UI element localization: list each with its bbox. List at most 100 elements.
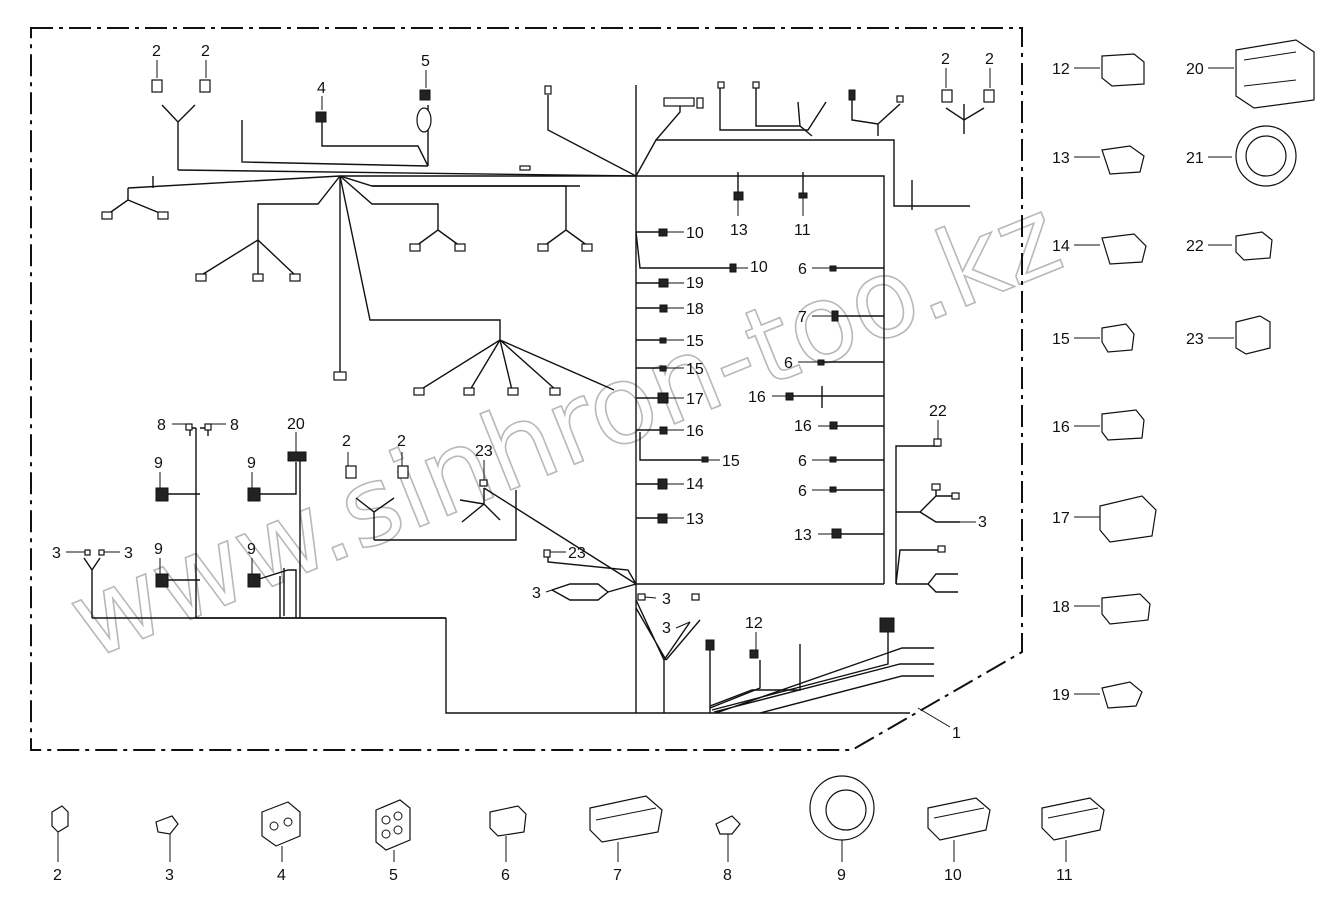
callout-23: 23 (475, 443, 493, 460)
connector-4-part-icon (261, 801, 301, 847)
callout-8: 8 (157, 417, 166, 434)
callout-9: 9 (247, 541, 256, 558)
connector-icon (931, 483, 941, 491)
connector-13-icon (831, 528, 842, 539)
callout-10: 10 (750, 259, 768, 276)
connector-18-part-icon (1101, 593, 1151, 625)
connector-17-part-icon (1099, 495, 1157, 543)
connector-icon (581, 243, 593, 252)
part-label-13: 13 (1052, 150, 1070, 167)
callout-2: 2 (397, 433, 406, 450)
connector-14-part-icon (1101, 233, 1147, 265)
part-label-19: 19 (1052, 687, 1070, 704)
connector-10-icon (658, 228, 668, 237)
callout-15: 15 (686, 333, 704, 350)
callout-2: 2 (342, 433, 351, 450)
connector-8-icon (204, 423, 212, 431)
callout-9: 9 (154, 455, 163, 472)
connector-3-icon (84, 549, 91, 556)
callout-16: 16 (686, 423, 704, 440)
part-label-12: 12 (1052, 61, 1070, 78)
connector-icon (537, 243, 549, 252)
callout-10: 10 (686, 225, 704, 242)
connector-small-icon (705, 639, 715, 651)
part-label-5: 5 (389, 867, 398, 884)
connector-small-icon (717, 81, 725, 89)
callout-6: 6 (784, 355, 793, 372)
connector-23-part-icon (1235, 315, 1271, 355)
callout-17: 17 (686, 391, 704, 408)
connector-20-part-icon (1235, 39, 1315, 109)
connector-7-part-icon (589, 795, 663, 843)
part-label-16: 16 (1052, 419, 1070, 436)
connector-19-icon (658, 278, 669, 288)
connector-17-icon (657, 392, 669, 404)
connector-3-icon (691, 593, 700, 601)
connector-19-part-icon (1101, 681, 1143, 709)
harness-wires (83, 85, 985, 714)
grommet-icon (416, 107, 432, 133)
connector-2-part-icon (51, 805, 69, 833)
callout-3: 3 (978, 514, 987, 531)
callout-20: 20 (287, 416, 305, 433)
connector-icon (937, 545, 946, 553)
connector-13-part-icon (1101, 145, 1145, 175)
connector-3-part-icon (155, 815, 179, 835)
callout-6: 6 (798, 483, 807, 500)
connector-4-icon (315, 111, 327, 123)
connector-small-icon (896, 95, 904, 103)
connector-15-icon (659, 365, 667, 372)
callout-6: 6 (798, 261, 807, 278)
connector-icon (289, 273, 301, 282)
connector-icon (101, 211, 113, 220)
connector-9-icon (879, 617, 895, 633)
connector-6-icon (817, 359, 825, 366)
part-label-4: 4 (277, 867, 286, 884)
part-label-9: 9 (837, 867, 846, 884)
assembly-boundary (30, 27, 1023, 751)
connector-small-icon (696, 97, 704, 109)
bottom-parts-row: 2 3 4 5 6 7 8 9 10 (51, 775, 1105, 884)
connector-small-icon (519, 165, 531, 171)
callout-8: 8 (230, 417, 239, 434)
connector-9-icon (155, 573, 169, 588)
connector-3-icon (637, 593, 646, 601)
part-label-11: 11 (1056, 867, 1073, 884)
callout-3: 3 (124, 545, 133, 562)
connector-small-icon (752, 81, 760, 89)
connector-6-icon (829, 456, 837, 463)
callout-23: 23 (568, 545, 586, 562)
callout-3: 3 (662, 591, 671, 608)
connector-23-icon (479, 479, 488, 487)
connector-10-icon (729, 263, 737, 273)
connector-22-icon (933, 438, 942, 447)
connector-13-icon (733, 191, 744, 201)
side-parts-column: 12 20 13 21 14 22 15 23 16 (1052, 39, 1315, 709)
connector-3-icon (98, 549, 105, 556)
connector-9-icon (155, 487, 169, 502)
harness-callouts: 2 2 4 5 2 2 13 11 10 10 19 18 15 15 17 1… (52, 43, 994, 637)
connector-11-part-icon (1041, 797, 1105, 841)
callout-9: 9 (154, 541, 163, 558)
connector-16-icon (659, 426, 668, 435)
callout-2: 2 (941, 51, 950, 68)
callout-7: 7 (798, 309, 807, 326)
part-label-14: 14 (1052, 238, 1070, 255)
connector-small-icon (848, 89, 856, 101)
connector-8-icon (185, 423, 193, 431)
connector-20-icon (287, 451, 307, 462)
connector-6-part-icon (489, 805, 527, 837)
connector-14-icon (657, 478, 668, 490)
connector-icon (333, 371, 347, 381)
connector-6-icon (829, 265, 837, 272)
part-label-22: 22 (1186, 238, 1204, 255)
callout-2: 2 (201, 43, 210, 60)
connector-22-part-icon (1235, 231, 1273, 261)
connector-8-part-icon (715, 815, 741, 835)
connector-2-icon (151, 79, 163, 93)
connector-icon (157, 211, 169, 220)
connector-23-icon (543, 549, 551, 558)
connector-5-icon (419, 89, 431, 101)
connector-9-icon (247, 487, 261, 502)
